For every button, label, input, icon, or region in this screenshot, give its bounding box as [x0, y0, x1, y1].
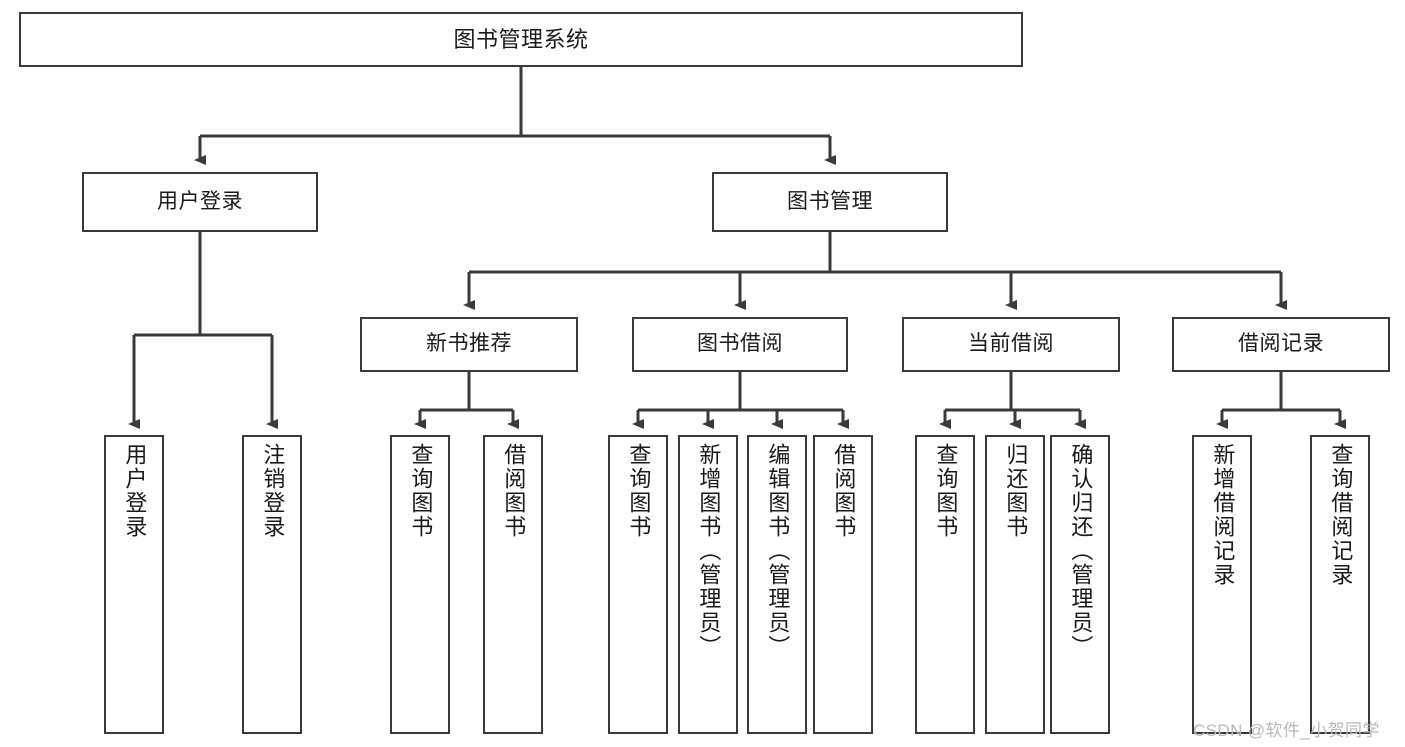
node-label: 用户登录: [122, 443, 148, 539]
node-new-book-rec[interactable]: 新书推荐: [360, 317, 578, 372]
node-label: 确认归还（管理员）: [1068, 443, 1094, 659]
node-leaf-query-book-2[interactable]: 查询图书: [608, 435, 668, 734]
node-book-borrow[interactable]: 图书借阅: [632, 317, 848, 372]
node-borrow-record[interactable]: 借阅记录: [1172, 317, 1390, 372]
node-leaf-query-record[interactable]: 查询借阅记录: [1310, 435, 1370, 734]
node-leaf-return-book[interactable]: 归还图书: [985, 435, 1045, 734]
node-label: 查询图书: [933, 443, 959, 539]
node-label: 编辑图书（管理员）: [765, 443, 791, 659]
node-label: 查询借阅记录: [1328, 443, 1354, 587]
node-leaf-query-book-3[interactable]: 查询图书: [915, 435, 975, 734]
node-leaf-user-login[interactable]: 用户登录: [104, 435, 164, 734]
node-label: 当前借阅: [968, 332, 1054, 356]
node-leaf-confirm-return[interactable]: 确认归还（管理员）: [1050, 435, 1110, 734]
node-book-manage[interactable]: 图书管理: [712, 172, 948, 232]
node-label: 新增图书（管理员）: [696, 443, 722, 659]
node-root-system[interactable]: 图书管理系统: [19, 12, 1023, 67]
node-leaf-add-record[interactable]: 新增借阅记录: [1192, 435, 1252, 734]
node-leaf-user-logout[interactable]: 注销登录: [242, 435, 302, 734]
node-label: 图书借阅: [697, 332, 783, 356]
node-label: 查询图书: [626, 443, 652, 539]
csdn-watermark: CSDN @软件_小贺同学: [1193, 721, 1380, 740]
node-label: 注销登录: [260, 443, 286, 539]
node-leaf-borrow-book-1[interactable]: 借阅图书: [483, 435, 543, 734]
node-label: 借阅图书: [831, 443, 857, 539]
node-leaf-edit-book[interactable]: 编辑图书（管理员）: [747, 435, 807, 734]
node-user-login[interactable]: 用户登录: [82, 172, 318, 232]
node-label: 图书管理系统: [453, 26, 589, 52]
node-label: 用户登录: [157, 189, 243, 213]
node-leaf-add-book[interactable]: 新增图书（管理员）: [678, 435, 738, 734]
node-label: 借阅图书: [501, 443, 527, 539]
node-label: 借阅记录: [1238, 332, 1324, 356]
node-label: 归还图书: [1003, 443, 1029, 539]
node-current-borrow[interactable]: 当前借阅: [902, 317, 1120, 372]
node-label: 新书推荐: [426, 332, 512, 356]
node-leaf-borrow-book-2[interactable]: 借阅图书: [813, 435, 873, 734]
node-label: 新增借阅记录: [1210, 443, 1236, 587]
node-label: 查询图书: [408, 443, 434, 539]
node-leaf-query-book-1[interactable]: 查询图书: [390, 435, 450, 734]
node-label: 图书管理: [787, 189, 873, 213]
